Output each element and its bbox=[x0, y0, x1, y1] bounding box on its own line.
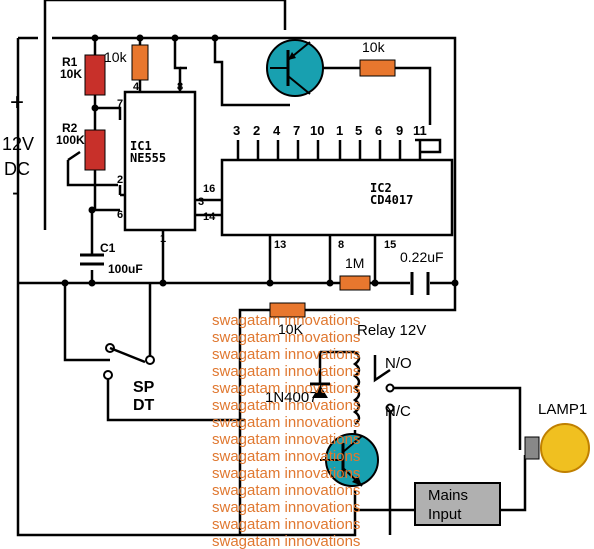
ic1-pin1: 1 bbox=[160, 233, 166, 245]
ic2-body bbox=[220, 158, 454, 237]
ic2-name: IC2 bbox=[370, 181, 392, 195]
relay-no-contact bbox=[385, 383, 395, 393]
supply-minus: - bbox=[12, 179, 20, 206]
r2-name: R2 bbox=[62, 121, 78, 135]
wires bbox=[16, 0, 527, 537]
watermark-line: swagatam innovations bbox=[212, 431, 360, 448]
ic2-pin-6: 6 bbox=[375, 123, 382, 138]
resistor-mid bbox=[339, 275, 371, 291]
ic1-pin6: 6 bbox=[117, 209, 123, 221]
switch-label-line1: SP bbox=[133, 379, 155, 396]
watermark-line: swagatam innovations bbox=[212, 499, 360, 516]
ic2-pin-5: 5 bbox=[355, 123, 362, 138]
ic1-pin8: 8 bbox=[177, 81, 183, 93]
ic2-pin-8: 8 bbox=[338, 239, 344, 251]
ic2-pin-10: 10 bbox=[310, 123, 324, 138]
c1-name: C1 bbox=[100, 241, 116, 255]
watermark-line: swagatam innovations bbox=[212, 465, 360, 482]
switch-label-line2: DT bbox=[133, 397, 155, 414]
ic2-pin-1: 1 bbox=[336, 123, 343, 138]
watermark: swagatam innovations swagatam innovation… bbox=[212, 312, 360, 549]
watermark-line: swagatam innovations bbox=[212, 533, 360, 549]
supply-plus: + bbox=[10, 89, 24, 116]
diode-label: 1N4007 bbox=[265, 389, 318, 406]
top-resistor-value: 10k bbox=[362, 39, 386, 55]
ic2-pin-stubs bbox=[236, 140, 422, 160]
watermark-line: swagatam innovations bbox=[212, 448, 360, 465]
r2-value: 100K bbox=[56, 133, 85, 147]
diode bbox=[310, 382, 330, 398]
r1-value: 10K bbox=[60, 67, 82, 81]
resistor-pin4 bbox=[131, 44, 149, 81]
ic2-pin-14: 14 bbox=[203, 211, 216, 223]
ic2-pin-16: 16 bbox=[203, 183, 215, 195]
top-transistor bbox=[266, 39, 324, 97]
ic1-part: NE555 bbox=[130, 151, 166, 165]
watermark-line: swagatam innovations bbox=[212, 414, 360, 431]
ic2-pin-3: 3 bbox=[233, 123, 240, 138]
lamp bbox=[524, 423, 590, 473]
c2-value: 0.22uF bbox=[400, 249, 444, 265]
ic1-pin7: 7 bbox=[117, 98, 123, 110]
relay-transistor bbox=[320, 433, 379, 487]
watermark-line: swagatam innovations bbox=[212, 482, 360, 499]
watermark-line: swagatam innovations bbox=[212, 363, 360, 380]
ic2-pin-2: 2 bbox=[253, 123, 260, 138]
mains-input-box bbox=[414, 482, 501, 526]
watermark-line: swagatam innovations bbox=[212, 397, 360, 414]
relay-label: Relay 12V bbox=[357, 322, 426, 339]
r1-name: R1 bbox=[62, 55, 78, 69]
supply-type: DC bbox=[4, 159, 30, 179]
mains-label-line1: Mains bbox=[428, 487, 468, 504]
c1-value: 100uF bbox=[108, 262, 143, 276]
ic2-pin-15: 15 bbox=[384, 239, 396, 251]
ic2-pin-7: 7 bbox=[293, 123, 300, 138]
ic1-body bbox=[123, 90, 197, 232]
ic2-pin-9: 9 bbox=[396, 123, 403, 138]
resistor-base bbox=[269, 302, 306, 318]
watermark-line: swagatam innovations bbox=[212, 329, 360, 346]
watermark-line: swagatam innovations bbox=[212, 516, 360, 533]
resistor-r2 bbox=[84, 129, 106, 171]
ic2-pin-13: 13 bbox=[274, 239, 286, 251]
mid-resistor-value: 1M bbox=[345, 255, 364, 271]
ic2-part: CD4017 bbox=[370, 193, 413, 207]
ic1-pin2: 2 bbox=[117, 174, 123, 186]
ic2-pin-4: 4 bbox=[273, 123, 281, 138]
spdt-switch bbox=[103, 343, 155, 380]
base-resistor-value: 10K bbox=[278, 321, 304, 337]
ic1-pin4: 4 bbox=[133, 81, 140, 93]
relay-no-label: N/O bbox=[385, 355, 412, 372]
relay-coil bbox=[352, 351, 361, 425]
relay-nc-label: N/C bbox=[385, 403, 411, 420]
ic1-pin3: 3 bbox=[198, 196, 204, 208]
junctions bbox=[61, 34, 459, 287]
watermark-line: swagatam innovations bbox=[212, 312, 360, 329]
watermark-line: swagatam innovations bbox=[212, 380, 360, 397]
lamp-label: LAMP1 bbox=[538, 401, 587, 418]
watermark-line: swagatam innovations bbox=[212, 346, 360, 363]
resistor-r1 bbox=[84, 54, 106, 96]
ic1-name: IC1 bbox=[130, 139, 152, 153]
relay-nc-contact bbox=[385, 403, 395, 413]
ic2-pin-11: 11 bbox=[413, 123, 427, 138]
pin4-resistor-value: 10k bbox=[104, 49, 128, 65]
resistor-top bbox=[359, 59, 396, 77]
mains-label-line2: Input bbox=[428, 506, 462, 523]
supply-voltage: 12V bbox=[2, 134, 34, 154]
